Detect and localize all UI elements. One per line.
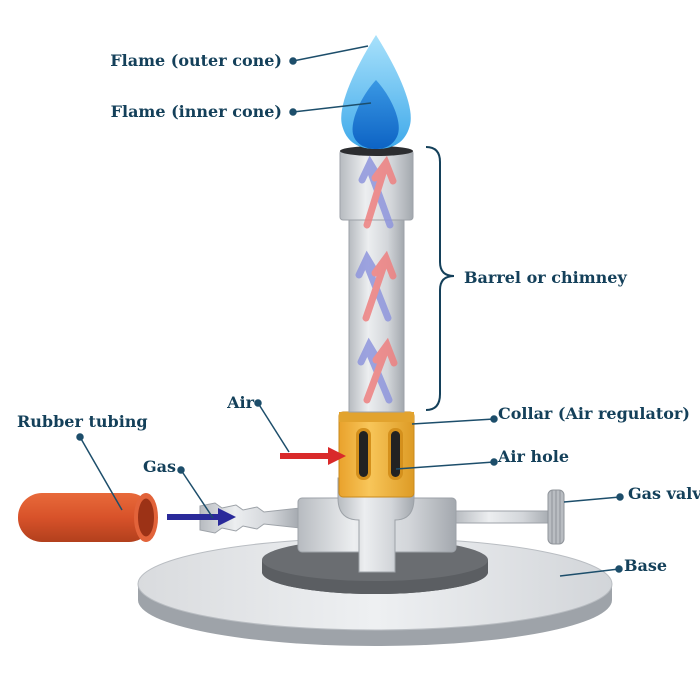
- label-collar: Collar (Air regulator): [498, 404, 690, 423]
- leader-lines: [76, 45, 624, 577]
- label-air: Air: [227, 393, 254, 412]
- label-air-hole: Air hole: [498, 447, 570, 466]
- leader-rubber-tubing: [76, 433, 123, 511]
- label-gas-valve: Gas valve: [628, 484, 700, 503]
- barrel-bracket: [425, 146, 455, 411]
- leader-collar: [411, 415, 498, 425]
- burner-body: [297, 477, 457, 573]
- label-flame-inner: Flame (inner cone): [110, 102, 282, 121]
- leader-flame-inner: [289, 102, 372, 116]
- base-plate: [137, 537, 613, 646]
- leader-flame-outer: [289, 45, 369, 65]
- leader-air: [254, 399, 290, 453]
- label-rubber-tubing: Rubber tubing: [17, 412, 148, 431]
- flow-arrow-group-middle: [355, 250, 397, 322]
- air-arrow: [280, 447, 346, 465]
- flow-arrow-group-bottom: [357, 337, 398, 404]
- rubber-tubing: [18, 493, 158, 542]
- label-flame-outer: Flame (outer cone): [110, 51, 282, 70]
- flow-arrow-group-top: [358, 155, 397, 229]
- leader-gas: [177, 466, 214, 519]
- leader-base: [559, 565, 623, 577]
- gas-valve[interactable]: [454, 489, 565, 545]
- flame: [341, 35, 411, 149]
- label-barrel: Barrel or chimney: [464, 268, 627, 287]
- collar[interactable]: [338, 411, 415, 498]
- flow-arrows: [355, 155, 398, 404]
- leader-gas-valve: [563, 493, 624, 503]
- label-base: Base: [624, 556, 668, 575]
- leader-air-hole: [395, 458, 498, 470]
- label-gas: Gas: [142, 457, 176, 476]
